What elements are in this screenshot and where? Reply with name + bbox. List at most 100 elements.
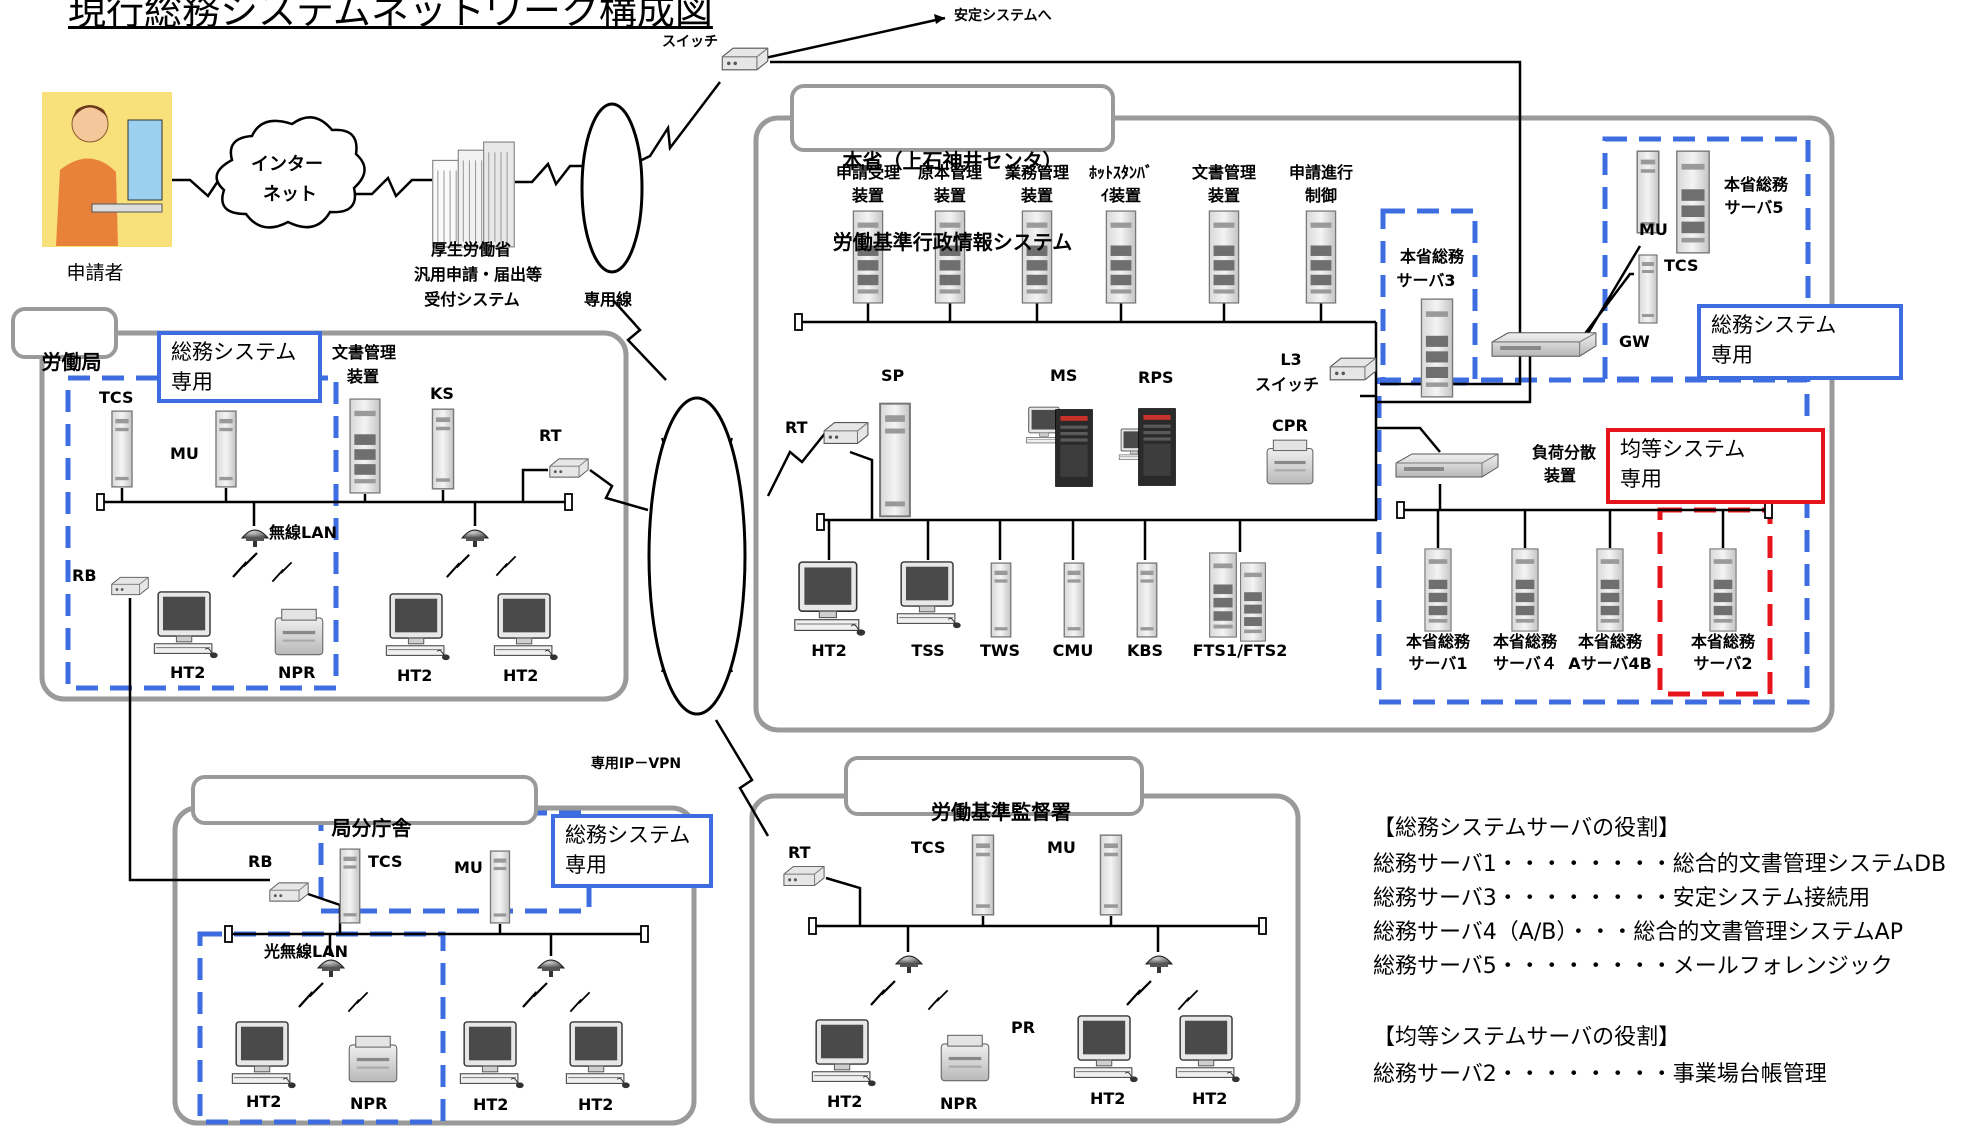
honsho-bottom-label-4: CMU (1052, 641, 1094, 660)
honsho-srv5-icon (1676, 150, 1710, 254)
honsho-bottom-device-5 (1136, 562, 1158, 638)
legend-soumu-item: 総務サーバ3・・・・・・・・安定システム接続用 (1373, 886, 1871, 911)
honsho-rt-label: RT (785, 418, 808, 437)
honsho-top-server-label-1-line1: 申請受理 (835, 163, 901, 182)
honsho-tcs-label: TCS (1664, 256, 1699, 275)
honsho-right-server-label-3-line1: 本省総務 (1577, 632, 1643, 651)
anzen-system-label: 安定システムへ (954, 8, 1052, 24)
kt-ht2-icon-2 (1073, 1015, 1139, 1083)
kt-ht2-label-2: HT2 (1090, 1089, 1126, 1108)
honsho-right-server-2 (1511, 548, 1539, 632)
applicant-label: 申請者 (66, 262, 124, 284)
rk-mu-icon (215, 410, 237, 488)
honsho-top-server-label-2-line2: 装置 (933, 186, 967, 205)
kyokubun-title: 局分庁舎 (331, 816, 412, 840)
rk-ht2-label-2: HT2 (397, 666, 433, 685)
rk-ap-drops (252, 502, 477, 526)
honsho-fts1-icon (1209, 552, 1237, 638)
rk-ks-label: KS (430, 384, 454, 403)
kyokubun-soumu-tag: 総務システム 専用 (551, 814, 713, 888)
rk-rt-icon (549, 458, 589, 478)
honsho-top-server-label-6-line1: 申請進行 (1288, 163, 1354, 182)
honsho-srv5-label-line1: 本省総務 (1723, 175, 1789, 194)
honsho-title-line1: 本省（上石神井センタ） (842, 149, 1063, 173)
honsho-top-server-label-4-line1: ﾎｯﾄｽﾀﾝﾊﾞ (1088, 163, 1154, 182)
kt-rt-icon (783, 865, 825, 887)
applicant-hair (72, 105, 108, 120)
kt-ap-drops (906, 926, 1160, 952)
kt-bus-terminator-right (1258, 917, 1267, 935)
honsho-tcs-icon (1638, 254, 1658, 324)
honsho-top-server-label-3-line1: 業務管理 (1004, 163, 1070, 182)
kb-ht2-icon-2 (459, 1021, 525, 1089)
honsho-right-server-4 (1709, 548, 1737, 632)
rk-ht2-label-3: HT2 (503, 666, 539, 685)
honsho-top-bus-terminator (794, 313, 803, 331)
honsho-right-server-label-2-line1: 本省総務 (1492, 632, 1558, 651)
link-rk-rt (521, 468, 548, 502)
kb-tcs-icon (339, 848, 361, 924)
link-honsho-rt-bus (849, 450, 874, 520)
honsho-mu-label: MU (1639, 220, 1668, 239)
honsho-lb-label-line1: 負荷分散 (1531, 443, 1597, 462)
link-rk-rt-vpn (589, 468, 649, 512)
internet-label-line1: インター (251, 154, 323, 175)
kt-bus-terminator-left (808, 917, 817, 935)
legend-kintou-item: 総務サーバ2・・・・・・・・事業場台帳管理 (1373, 1062, 1827, 1087)
honsho-srv5-label-line2: サーバ5 (1724, 198, 1784, 217)
rk-bus-terminator-left (96, 493, 105, 511)
internet-label-line2: ネット (263, 184, 317, 205)
mhlw-label-line1: 厚生労働省 (430, 240, 512, 259)
rk-rb-label: RB (72, 566, 97, 585)
zone-title-kantoku: 労働基準監督署 (844, 756, 1144, 824)
applicant-body (56, 158, 118, 246)
kt-rt-label: RT (788, 843, 811, 862)
link-vpn-honsho-rt (766, 431, 827, 497)
honsho-right-server-label-4-line1: 本省総務 (1690, 632, 1756, 651)
honsho-cpr-label: CPR (1272, 416, 1308, 435)
honsho-srv3-label-line1: 本省総務 (1399, 247, 1465, 266)
honsho-right-server-label-4-line2: サーバ2 (1693, 654, 1753, 673)
honsho-right-bus-terminator-left (1396, 501, 1405, 519)
legend-kintou-heading: 【均等システムサーバの役割】 (1373, 1025, 1681, 1050)
kb-ht2-label-1: HT2 (246, 1092, 282, 1111)
honsho-bottom-device-2 (896, 561, 962, 629)
honsho-top-server-label-4-line2: ｲ装置 (1100, 186, 1142, 205)
mhlw-server-farm (432, 141, 515, 248)
honsho-bottom-device-1 (793, 561, 867, 637)
dedicated-line-label: 専用線 (583, 290, 633, 309)
rk-npr-label: NPR (278, 663, 316, 682)
honsho-l3-switch-icon (1329, 357, 1377, 381)
rk-rb-icon (111, 576, 149, 596)
internet-cloud (215, 116, 366, 229)
honsho-cpr-icon (1266, 439, 1314, 485)
legend-soumu-item: 総務サーバ5・・・・・・・・メールフォレンジック (1373, 954, 1893, 979)
legend-soumu-item: 総務サーバ4（A/B）・・・総合的文書管理システムAP (1373, 920, 1903, 945)
honsho-bottom-label-3: TWS (979, 641, 1021, 660)
honsho-bottom-device-3 (990, 562, 1012, 638)
honsho-rps-rack (1138, 408, 1176, 486)
mhlw-label-line2: 汎用申請・届出等 (413, 265, 543, 284)
honsho-ms-rack (1055, 409, 1093, 487)
kb-bus-terminator-left (224, 925, 233, 943)
link-kt-rt-bus (825, 876, 862, 926)
rk-ht2-icon-1 (153, 591, 219, 659)
honsho-top-server-label-5-line2: 装置 (1207, 186, 1241, 205)
honsho-right-server-label-1-line1: 本省総務 (1405, 632, 1471, 651)
honsho-top-server-label-6-line2: 制御 (1304, 186, 1338, 205)
honsho-right-server-label-2-line2: サーバ４ (1493, 654, 1557, 673)
legend-soumu-item: 総務サーバ1・・・・・・・・総合的文書管理システムDB (1373, 852, 1947, 877)
rk-ht2-icon-2 (385, 593, 451, 661)
honsho-top-server-6 (1305, 210, 1337, 304)
rk-bunsho-icon (349, 398, 381, 494)
honsho-top-server-label-3-line2: 装置 (1020, 186, 1054, 205)
honsho-top-server-5 (1208, 210, 1240, 304)
top-switch-label: スイッチ (662, 34, 718, 50)
kantoku-title: 労働基準監督署 (930, 800, 1071, 824)
mhlw-label-line3: 受付システム (424, 290, 520, 309)
arrow-anzen (934, 14, 945, 24)
link-mhlw-line (515, 161, 586, 187)
roudoukyoku-soumu-tag: 総務システム 専用 (157, 331, 322, 403)
kt-pr-label: PR (1011, 1018, 1036, 1037)
